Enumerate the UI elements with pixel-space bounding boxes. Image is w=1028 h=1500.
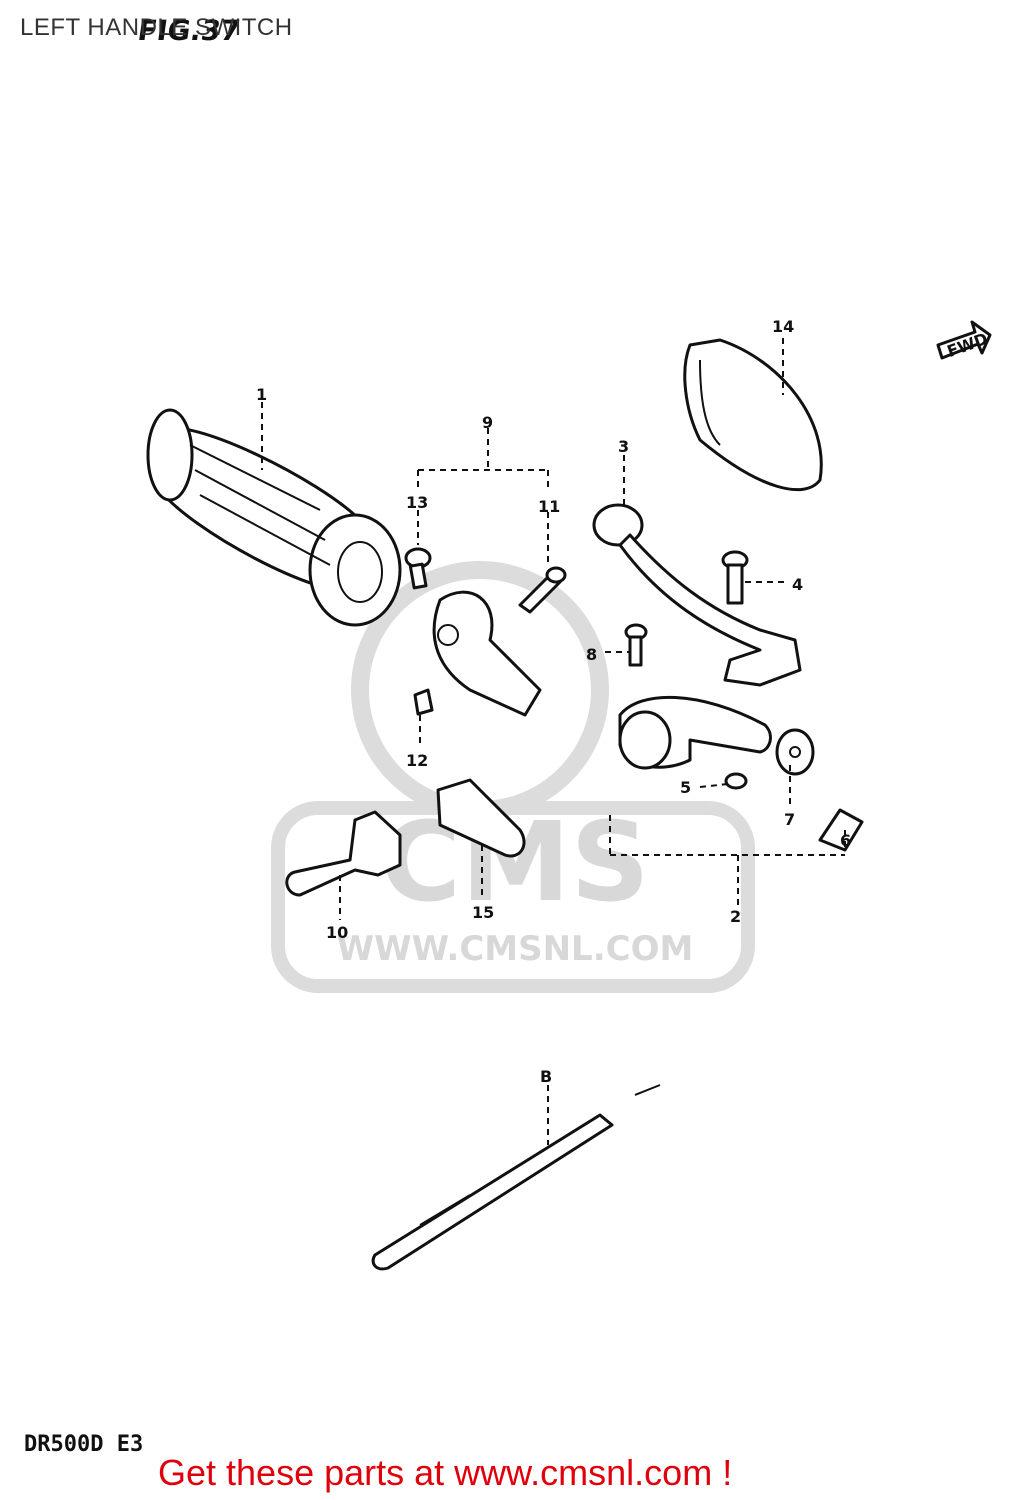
callout-12: 12 [406,751,428,770]
callout-10: 10 [326,923,348,942]
callout-15: 15 [472,903,494,922]
part-pivot-bolt [721,550,749,605]
watermark-url: WWW.CMSNL.COM [337,929,694,969]
callout-11: 11 [538,497,560,516]
part-switch-housing [618,695,864,852]
callout-2: 2 [730,907,741,926]
cms-watermark: CMS WWW.CMSNL.COM [271,561,755,993]
callout-numbers: 1 2 3 4 5 6 7 8 9 10 11 12 13 14 15 B [256,317,851,1086]
fwd-arrow: FWD [936,320,992,361]
part-screw-11 [518,566,567,614]
part-lever [592,503,802,687]
callout-1: 1 [256,385,267,404]
callout-b: B [540,1067,552,1086]
part-screw-8 [624,623,648,667]
part-grip [146,408,402,627]
callout-3: 3 [618,437,629,456]
callout-6: 6 [840,831,851,850]
part-bracket-10 [285,810,402,897]
page-title: LEFT HANDLE SWITCH [20,14,293,41]
cta-link[interactable]: Get these parts at www.cmsnl.com ! [158,1452,733,1493]
callout-13: 13 [406,493,428,512]
callout-8: 8 [586,645,597,664]
part-cover [683,338,823,492]
callout-5: 5 [680,778,691,797]
callout-9: 9 [482,413,493,432]
leader-lines [261,338,846,1145]
model-code: DR500D E3 [24,1432,144,1457]
callout-14: 14 [772,317,794,336]
watermark-brand: CMS [380,798,649,926]
part-clamp-15 [436,778,526,858]
callout-4: 4 [792,575,803,594]
part-switch-body [413,590,542,717]
part-rod [371,1084,661,1271]
callout-7: 7 [784,810,795,829]
part-screw-13 [404,547,432,590]
